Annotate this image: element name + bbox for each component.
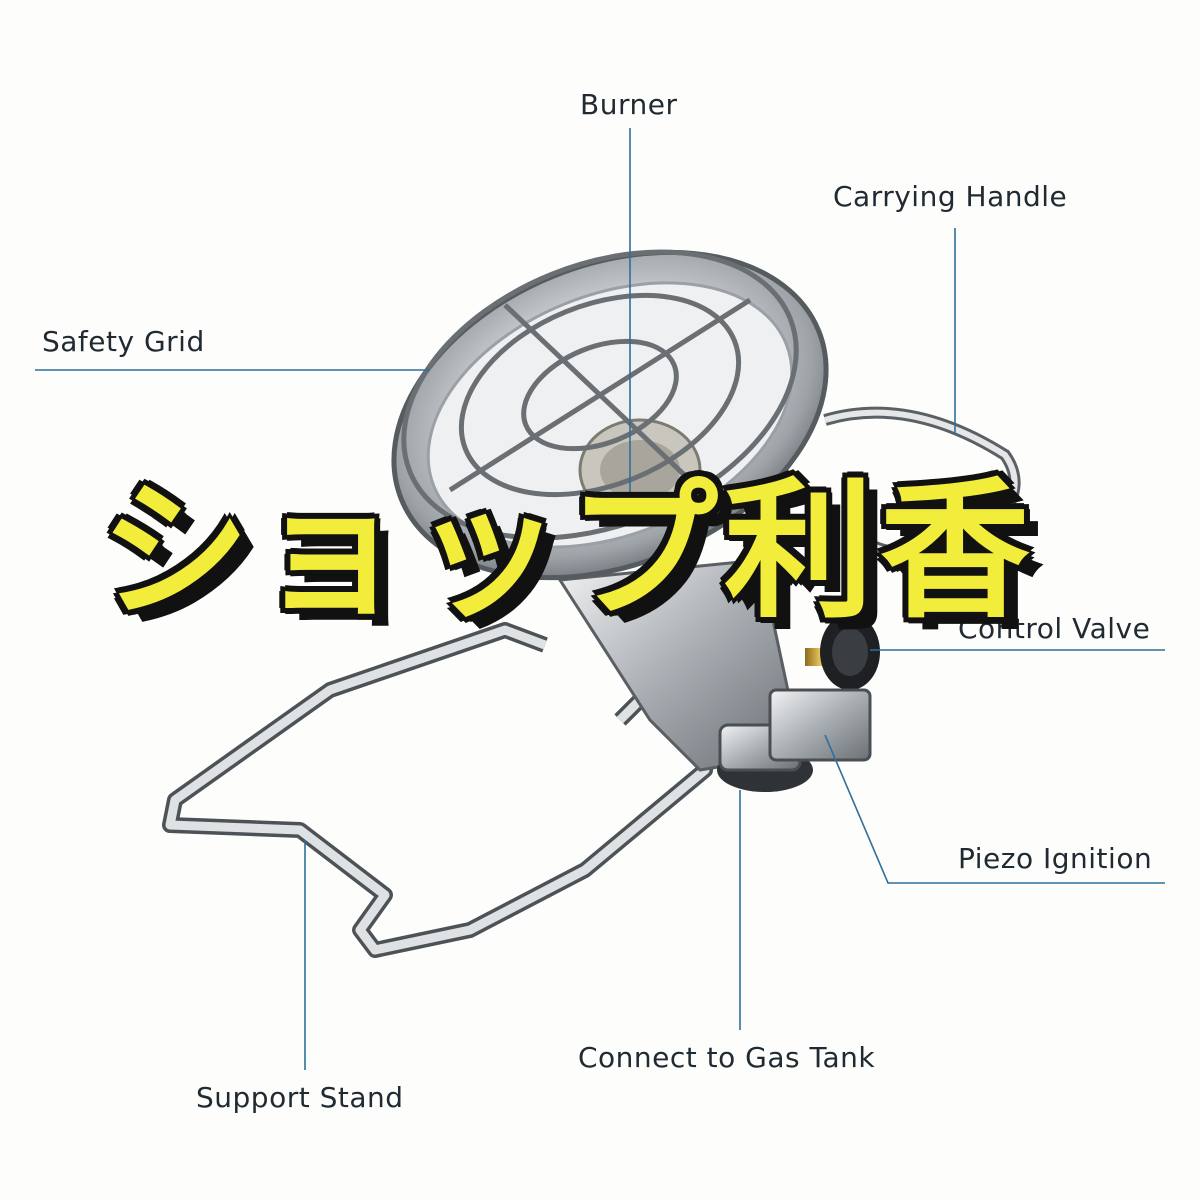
safety-grid-shape [401,249,799,541]
carrying-handle-label: Carrying Handle [833,180,1068,213]
connect-gas-tank-label: Connect to Gas Tank [578,1041,876,1074]
burner-label: Burner [580,88,678,121]
leader-lines [35,128,1165,1070]
shop-watermark: ショップ利香 [100,465,1037,639]
safety-grid-label: Safety Grid [42,325,205,358]
carrying-handle-shape [823,406,1021,561]
leader-piezo-ignition [824,734,1165,884]
piezo-ignition-label: Piezo Ignition [958,842,1153,875]
control-valve-shape [768,614,880,762]
support-stand-label: Support Stand [196,1081,404,1114]
control-valve-label: Control Valve [958,612,1151,645]
